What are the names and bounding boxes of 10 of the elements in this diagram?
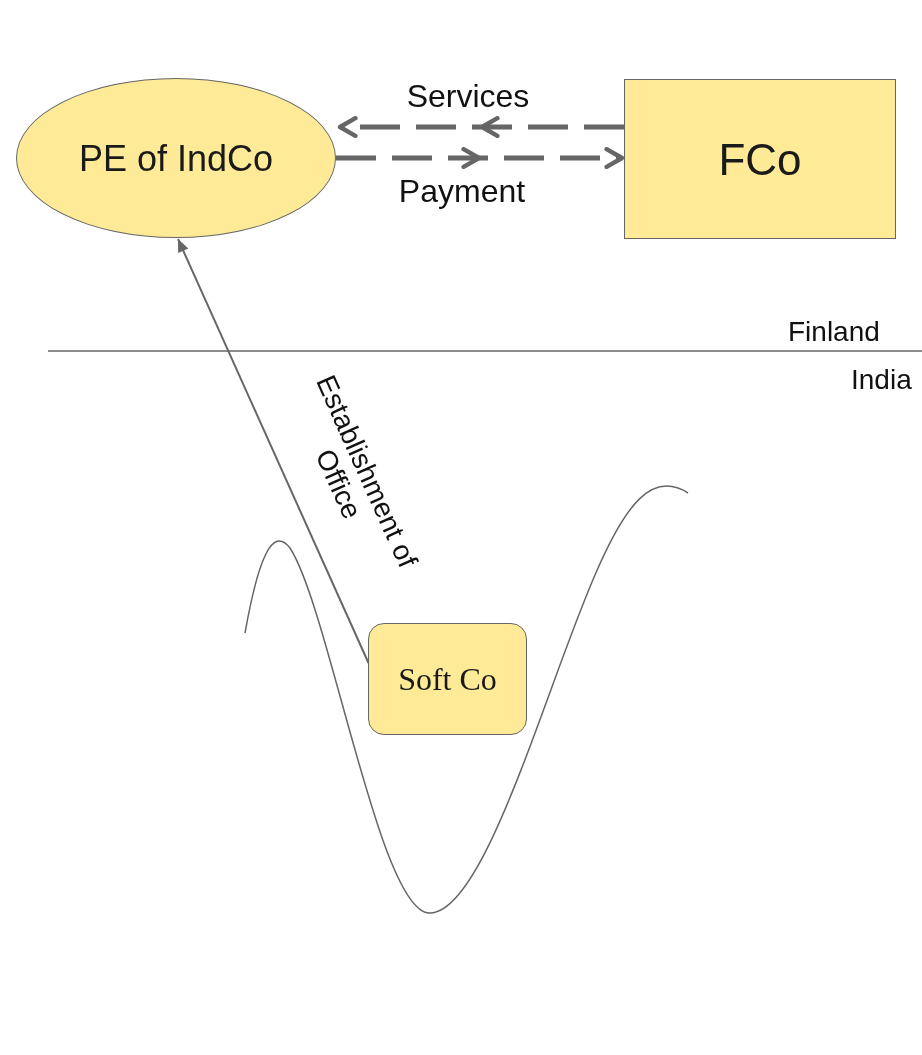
node-label: Soft Co: [397, 660, 498, 699]
arrow: [336, 147, 623, 169]
region-label: Finland: [788, 316, 880, 348]
arrow: [177, 238, 370, 664]
node-label: PE of IndCo: [77, 136, 275, 181]
node-label: FCo: [717, 133, 803, 186]
region-label: India: [851, 364, 912, 396]
arrow: [337, 116, 624, 138]
entity-box: [624, 79, 896, 239]
entity-box: [368, 623, 527, 735]
